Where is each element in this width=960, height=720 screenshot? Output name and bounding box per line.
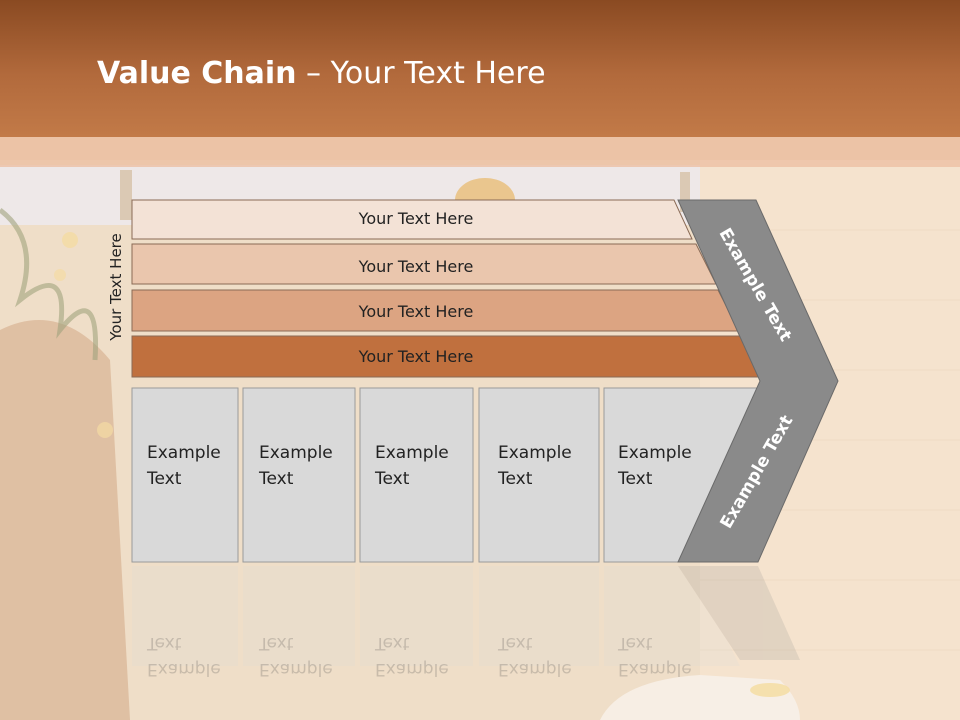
box-2-line2: Text: [259, 469, 294, 489]
box-4-reflection-line2: Text: [498, 633, 533, 653]
box-4-line1: Example: [498, 443, 572, 463]
box-1-reflection-line1: Example: [147, 659, 221, 679]
box-5-line2: Text: [618, 469, 653, 489]
box-3-reflection-line2: Text: [375, 633, 410, 653]
bar-1-label: Your Text Here: [358, 209, 474, 228]
header-fade-band: [0, 137, 960, 167]
box-1-reflection-line2: Text: [147, 633, 182, 653]
bar-2-label: Your Text Here: [358, 257, 474, 276]
title-bold: Value Chain: [97, 56, 297, 91]
box-3-line2: Text: [375, 469, 410, 489]
box-4-reflection: Example Text: [498, 630, 598, 682]
box-1-line1: Example: [147, 443, 221, 463]
bar-3-label: Your Text Here: [358, 302, 474, 321]
box-5-line1: Example: [618, 443, 692, 463]
box-2-line1: Example: [259, 443, 333, 463]
box-4[interactable]: [478, 387, 600, 563]
box-2-reflection: Example Text: [259, 630, 359, 682]
box-5-reflection: Example Text: [618, 630, 718, 682]
box-2-reflection-line1: Example: [259, 659, 333, 679]
chevron-arrow[interactable]: [677, 199, 839, 563]
slide-title: Value Chain – Your Text Here: [97, 56, 546, 91]
header-band: [0, 0, 960, 137]
box-3[interactable]: [359, 387, 474, 563]
box-5-reflection-line2: Text: [618, 633, 653, 653]
bar-1[interactable]: [131, 199, 693, 240]
box-4-reflection-line1: Example: [498, 659, 572, 679]
box-4-line2: Text: [498, 469, 533, 489]
box-5-reflection-line1: Example: [618, 659, 692, 679]
box-1[interactable]: [131, 387, 239, 563]
box-3-line1: Example: [375, 443, 449, 463]
box-3-reflection: Example Text: [375, 630, 475, 682]
title-rest: – Your Text Here: [296, 56, 546, 91]
box-2-reflection-line2: Text: [259, 633, 294, 653]
box-1-line2: Text: [147, 469, 182, 489]
box-3-reflection-line1: Example: [375, 659, 449, 679]
box-1-reflection: Example Text: [147, 630, 247, 682]
box-2[interactable]: [242, 387, 356, 563]
bar-4-label: Your Text Here: [358, 347, 474, 366]
